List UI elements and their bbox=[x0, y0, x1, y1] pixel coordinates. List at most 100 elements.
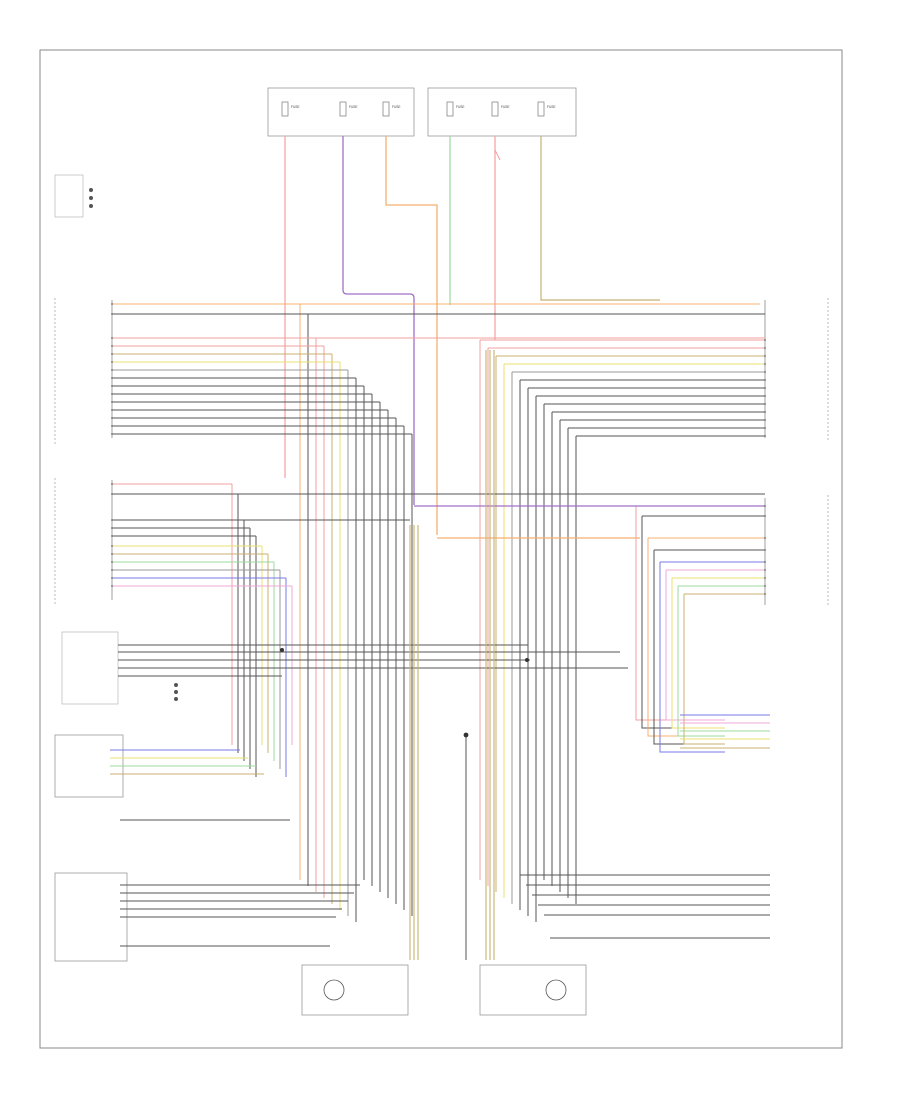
terminal-pin bbox=[111, 425, 113, 427]
right-window-motor-icon bbox=[545, 979, 567, 1001]
fuse-symbol bbox=[491, 101, 499, 117]
terminal-pin bbox=[111, 377, 113, 379]
ground-dot bbox=[174, 690, 178, 694]
splice-dot bbox=[280, 648, 284, 652]
left-window-motor-icon bbox=[323, 979, 345, 1001]
terminal-pin bbox=[111, 303, 113, 305]
terminal-pin bbox=[111, 345, 113, 347]
feed-red-bend bbox=[494, 149, 501, 161]
terminal-pin bbox=[111, 545, 113, 547]
terminal-pin bbox=[111, 553, 113, 555]
terminal-pin bbox=[764, 371, 766, 373]
terminal-pin bbox=[764, 549, 766, 551]
fuse-symbol bbox=[537, 101, 545, 117]
wire-labels bbox=[111, 303, 766, 595]
fuse-label: FUSE bbox=[392, 105, 401, 109]
fuse-symbol bbox=[382, 101, 390, 117]
terminal-pin bbox=[111, 577, 113, 579]
terminal-pin bbox=[764, 363, 766, 365]
terminal-pin bbox=[764, 427, 766, 429]
terminal-pin bbox=[111, 393, 113, 395]
ground-dot bbox=[89, 204, 93, 208]
terminal-pin bbox=[111, 417, 113, 419]
ground-dot bbox=[89, 188, 93, 192]
ground-dot bbox=[174, 697, 178, 701]
terminal-pin bbox=[111, 401, 113, 403]
right-front-window-motor-box bbox=[479, 964, 587, 1016]
terminal-pin bbox=[111, 535, 113, 537]
terminal-pin bbox=[764, 419, 766, 421]
rr-drop-wire bbox=[677, 586, 725, 737]
center-feed-left bbox=[409, 525, 419, 960]
wires bbox=[110, 136, 770, 960]
terminal-pin bbox=[764, 411, 766, 413]
terminal-pin bbox=[764, 347, 766, 349]
terminal-pin bbox=[111, 569, 113, 571]
terminal-pin bbox=[764, 355, 766, 357]
fuse-label: FUSE bbox=[547, 105, 556, 109]
terminal-pin bbox=[111, 385, 113, 387]
fuse-box-right-outline bbox=[427, 87, 577, 137]
terminal-pin bbox=[764, 505, 766, 507]
left-front-door-switch-box bbox=[54, 872, 128, 962]
terminal-pin bbox=[764, 387, 766, 389]
terminal-pin bbox=[111, 519, 113, 521]
feed-tan bbox=[540, 136, 660, 301]
terminal-pin bbox=[111, 433, 113, 435]
terminal-pin bbox=[111, 361, 113, 363]
terminal-pin bbox=[764, 561, 766, 563]
terminal-pin bbox=[764, 569, 766, 571]
terminal-pin bbox=[764, 379, 766, 381]
terminal-pin bbox=[111, 493, 113, 495]
terminal-pin bbox=[111, 483, 113, 485]
center-splice-dot bbox=[463, 732, 469, 738]
right-front-door-module bbox=[764, 298, 829, 440]
terminal-pin bbox=[764, 593, 766, 595]
fuse-label: FUSE bbox=[456, 105, 465, 109]
fuse-box-right: FUSE FUSE FUSE bbox=[427, 87, 577, 137]
terminal-pin bbox=[111, 585, 113, 587]
left-front-door-module bbox=[54, 298, 113, 445]
splice-dot bbox=[525, 658, 529, 662]
fuse-label: FUSE bbox=[501, 105, 510, 109]
rr-drop-wire bbox=[683, 594, 725, 745]
terminal-pin bbox=[111, 337, 113, 339]
terminal-pin bbox=[111, 409, 113, 411]
fuse-box-left: FUSE FUSE FUSE bbox=[267, 87, 415, 137]
feed-orange bbox=[385, 136, 438, 535]
terminal-pin bbox=[111, 527, 113, 529]
terminal-pin bbox=[111, 561, 113, 563]
feed-purple bbox=[342, 136, 415, 505]
terminal-pin bbox=[111, 313, 113, 315]
terminal-pin bbox=[764, 577, 766, 579]
right-rear-door-module bbox=[764, 495, 829, 605]
fuse-label: FUSE bbox=[291, 105, 300, 109]
ground-dot bbox=[174, 683, 178, 687]
fuse-label: FUSE bbox=[349, 105, 358, 109]
ground-dot bbox=[89, 196, 93, 200]
fuse-symbol bbox=[446, 101, 454, 117]
rr-drop-wire bbox=[659, 562, 725, 753]
rr-drop-wire bbox=[671, 578, 725, 729]
left-front-window-motor-box bbox=[301, 964, 409, 1016]
terminal-pin bbox=[764, 339, 766, 341]
ground-legend-bracket bbox=[54, 174, 84, 218]
terminal-pin bbox=[764, 403, 766, 405]
fuse-box-left-outline bbox=[267, 87, 415, 137]
terminal-pin bbox=[764, 585, 766, 587]
lower-connector-box bbox=[61, 631, 119, 705]
terminal-pin bbox=[764, 537, 766, 539]
diagram-frame bbox=[39, 49, 843, 1049]
center-feed-right bbox=[485, 350, 495, 960]
fuse-symbol bbox=[281, 101, 289, 117]
terminal-pin bbox=[764, 395, 766, 397]
terminal-pin bbox=[111, 353, 113, 355]
fuse-symbol bbox=[339, 101, 347, 117]
terminal-pin bbox=[764, 515, 766, 517]
terminal-pin bbox=[111, 369, 113, 371]
rr-drop-wire bbox=[665, 570, 725, 721]
left-rear-door-module bbox=[54, 478, 113, 605]
ground-legend-top bbox=[54, 174, 93, 218]
